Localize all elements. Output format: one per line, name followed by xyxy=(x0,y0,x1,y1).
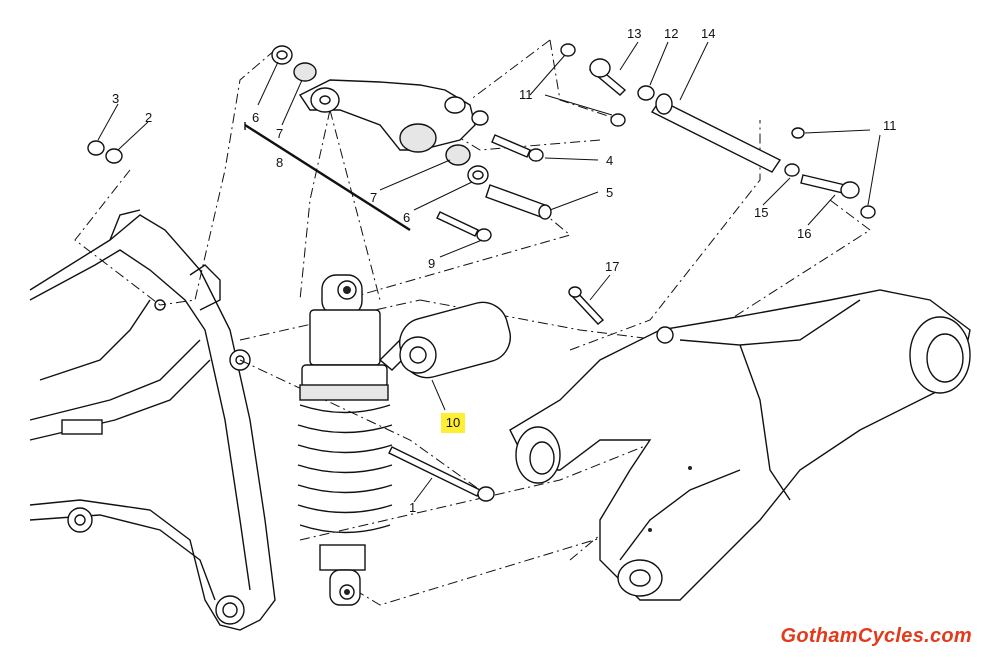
callout-14: 14 xyxy=(701,26,715,41)
callout-6-lower: 6 xyxy=(403,210,410,225)
callout-11-upper: 11 xyxy=(519,87,533,102)
callout-2: 2 xyxy=(145,110,152,125)
callout-11-right: 11 xyxy=(883,118,897,133)
fasteners xyxy=(87,43,876,502)
callout-16: 16 xyxy=(797,226,811,241)
callout-8: 8 xyxy=(276,155,283,170)
callout-1: 1 xyxy=(409,500,416,515)
callout-3: 3 xyxy=(112,91,119,106)
callout-labels: 1 2 3 4 5 6 6 7 7 8 9 11 11 12 13 14 15 … xyxy=(112,26,897,515)
callout-5: 5 xyxy=(606,185,613,200)
callout-10-highlighted[interactable]: 10 xyxy=(441,413,465,433)
callout-15: 15 xyxy=(754,205,768,220)
swingarm xyxy=(509,289,971,601)
callout-6-upper: 6 xyxy=(252,110,259,125)
watermark-logo: GothamCycles.com xyxy=(780,625,972,647)
frame xyxy=(29,209,276,631)
callout-4: 4 xyxy=(606,153,613,168)
callout-7-upper: 7 xyxy=(276,126,283,141)
callout-17: 17 xyxy=(605,259,619,274)
shock-absorber xyxy=(297,274,511,606)
leader-lines xyxy=(97,41,881,503)
callout-7-lower: 7 xyxy=(370,190,377,205)
rocker-linkage xyxy=(244,45,489,232)
alignment-lines xyxy=(74,39,871,606)
callout-12: 12 xyxy=(664,26,678,41)
callout-13: 13 xyxy=(627,26,641,41)
callout-9: 9 xyxy=(428,256,435,271)
